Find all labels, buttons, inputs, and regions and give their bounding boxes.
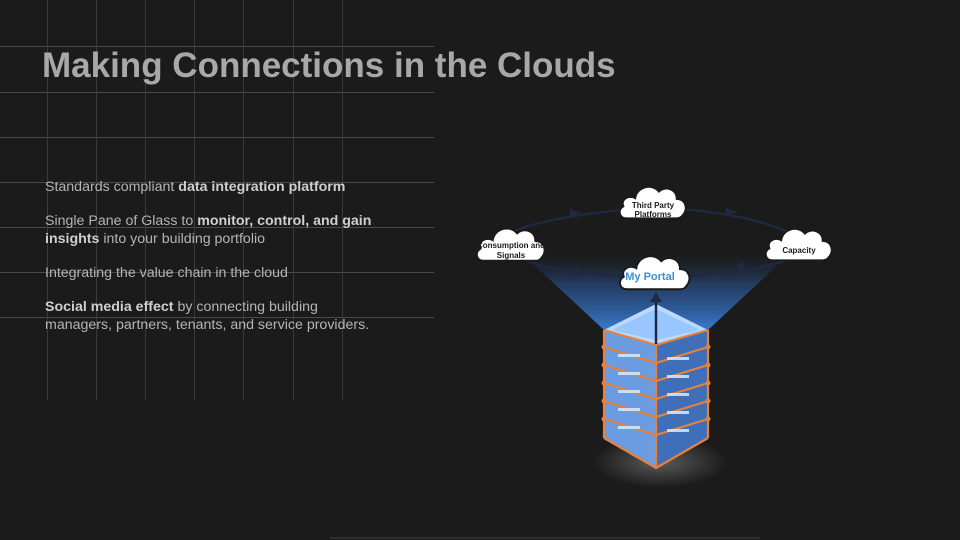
cloud-my-portal: My Portal [618, 255, 691, 291]
cloud-label: Third Party [632, 201, 675, 210]
bullet-list: Standards compliant data integration pla… [45, 178, 385, 350]
cloud-third-party: Third Party Platforms [618, 185, 687, 220]
bullet-social-media: Social media effect by connecting buildi… [45, 298, 385, 334]
bullet-value-chain: Integrating the value chain in the cloud [45, 264, 385, 282]
cloud-label: Consumption and [477, 241, 545, 250]
bullet-bold-text: data integration platform [178, 179, 346, 195]
cloud-label-portal: My Portal [625, 271, 675, 283]
cloud-label: Capacity [782, 246, 816, 255]
slide-title: Making Connections in the Clouds [42, 46, 616, 85]
arrow-head-icon [650, 292, 662, 302]
cloud-label: Platforms [635, 210, 672, 219]
bullet-data-integration: Standards compliant data integration pla… [45, 178, 385, 196]
bottom-divider [330, 537, 760, 539]
bullet-text: by connecting building managers, partner… [45, 299, 370, 333]
cloud-label: Signals [497, 251, 526, 260]
ring-arrow-top-right [726, 208, 738, 216]
ring-arrow-top-left [570, 209, 582, 217]
bullet-text: Standards compliant [45, 179, 179, 195]
bullet-single-pane: Single Pane of Glass to monitor, control… [45, 212, 385, 248]
bullet-bold-text: Social media effect [45, 299, 174, 315]
ring-arrow-left [568, 268, 580, 277]
ring-arrow-right [734, 262, 744, 271]
cloud-capacity: Capacity [764, 227, 833, 262]
bullet-text: Integrating the value chain in the cloud [45, 265, 288, 281]
bullet-text: Single Pane of Glass to [45, 213, 198, 229]
bullet-text: into your building portfolio [99, 231, 266, 247]
bullet-bold-text: monitor, control, and gain insights [45, 213, 372, 247]
cloud-consumption-signals: Consumption and Signals [475, 227, 546, 262]
